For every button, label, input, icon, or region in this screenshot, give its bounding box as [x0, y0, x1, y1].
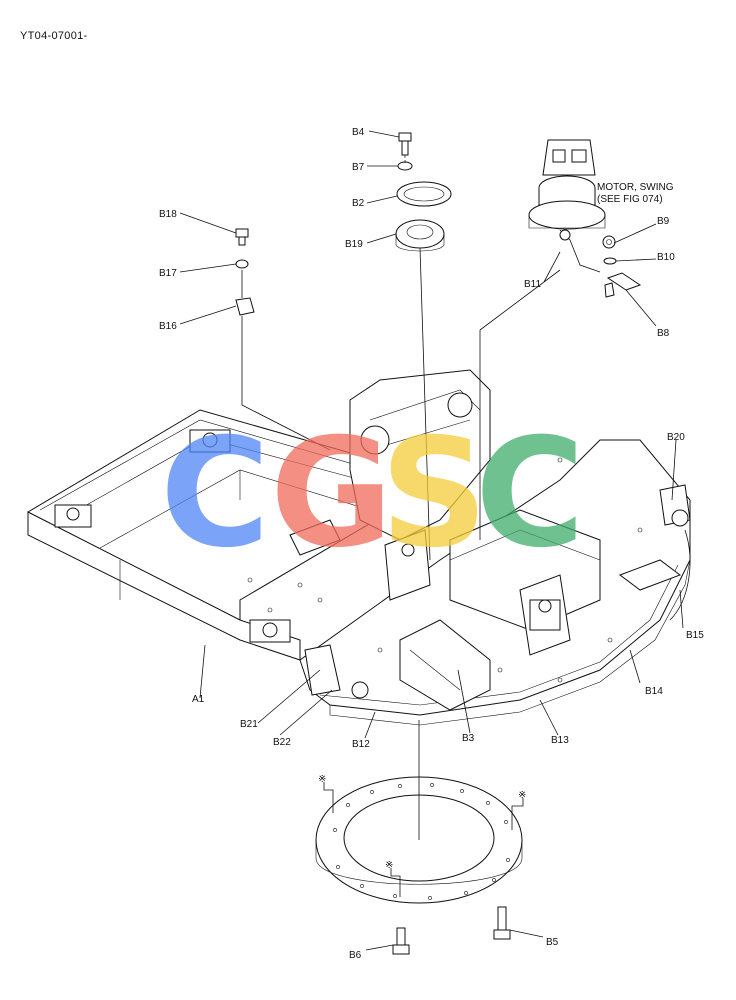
watermark-letter-2: G [270, 407, 393, 581]
left-fasteners [235, 228, 255, 316]
callout-B21: B21 [240, 719, 258, 730]
watermark-letter-4: C [475, 407, 585, 581]
reference-mark-3: ※ [385, 860, 393, 871]
callout-B2: B2 [352, 198, 365, 209]
motor-fasteners [602, 235, 642, 298]
callout-B7: B7 [352, 162, 365, 173]
callout-B13: B13 [551, 735, 569, 746]
reference-mark-2: ※ [518, 790, 526, 801]
callout-B19: B19 [345, 239, 363, 250]
callout-B3: B3 [462, 733, 475, 744]
revolving-frame [27, 369, 691, 726]
watermark-letter-3: S [380, 407, 488, 581]
callout-B5: B5 [546, 937, 559, 948]
leader-lines [179, 130, 684, 951]
callout-B8: B8 [657, 328, 670, 339]
callout-B17: B17 [159, 268, 177, 279]
callout-B4: B4 [352, 127, 365, 138]
callout-B15: B15 [686, 630, 704, 641]
callout-B22: B22 [273, 737, 291, 748]
callout-B20: B20 [667, 432, 685, 443]
reference-mark-1: ※ [318, 774, 326, 785]
callout-B11: B11 [524, 279, 541, 290]
callout-B10: B10 [657, 252, 675, 263]
callout-B14: B14 [645, 686, 663, 697]
watermark: C G S C [160, 407, 585, 581]
ring-bolts [392, 906, 511, 955]
callout-B9: B9 [657, 216, 670, 227]
callout-B18: B18 [159, 209, 177, 220]
motor-note-line1: MOTOR, SWING [597, 182, 674, 193]
callout-B12: B12 [352, 739, 370, 750]
document-code: YT04-07001- [20, 30, 88, 42]
swing-motor [528, 139, 606, 273]
callout-B16: B16 [159, 321, 177, 332]
upper-fasteners [395, 132, 452, 252]
watermark-letter-1: C [160, 407, 270, 581]
callout-labels: B4 B7 B2 B19 B18 B17 B16 B11 B9 B10 B8 B… [159, 127, 704, 961]
callout-B6: B6 [349, 950, 362, 961]
motor-note-line2: (SEE FIG 074) [597, 194, 663, 205]
callout-A1: A1 [192, 694, 205, 705]
